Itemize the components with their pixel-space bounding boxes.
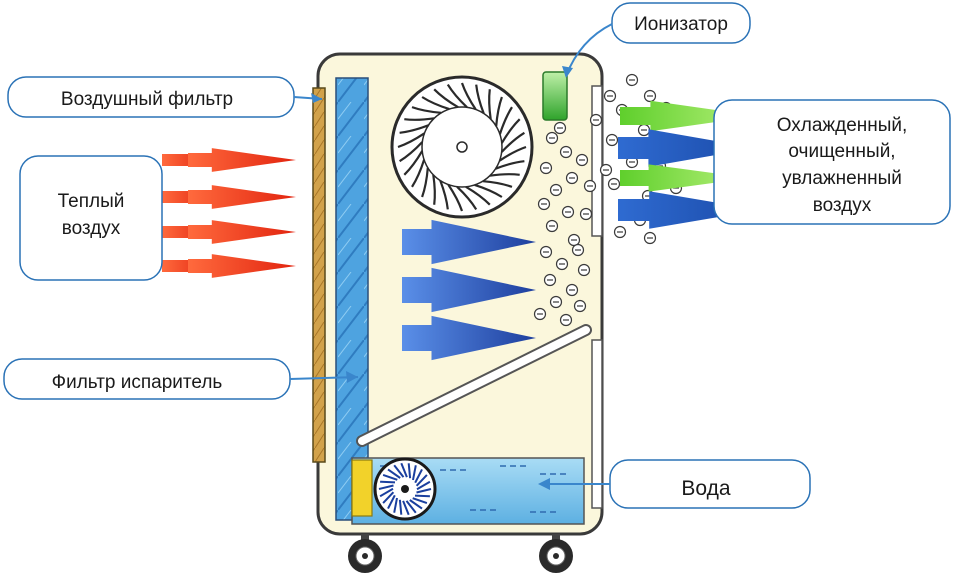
fan-blade xyxy=(500,131,525,153)
label-output-line4: воздух xyxy=(813,195,872,216)
pump-blade xyxy=(378,484,394,490)
label-warm-air-line1: Теплый xyxy=(58,191,125,212)
label-evaporator-filter: Фильтр испаритель xyxy=(52,372,223,393)
output-arrow-blue xyxy=(618,129,756,167)
fan-blade xyxy=(399,141,424,163)
fan-blade xyxy=(456,185,478,210)
label-air-filter: Воздушный фильтр xyxy=(61,89,233,110)
pump-blade xyxy=(412,465,417,481)
fan-blade xyxy=(411,106,442,114)
wheel-icon xyxy=(348,534,573,573)
pump-blade xyxy=(405,500,417,514)
fan-blade xyxy=(411,159,426,188)
fan-blade xyxy=(421,96,450,111)
pump-blade xyxy=(393,497,398,513)
fan-blade xyxy=(498,106,513,135)
label-water: Вода xyxy=(681,477,730,500)
pump-blade xyxy=(409,499,423,510)
pump-blade xyxy=(414,494,430,498)
callout-warm-air: Теплый воздух xyxy=(19,155,163,281)
pump-axle xyxy=(401,485,409,493)
fan-blade xyxy=(489,173,520,177)
warm-air-arrows xyxy=(162,148,296,278)
fan-blade xyxy=(482,180,513,188)
output-arrow-green xyxy=(620,164,750,192)
label-output-line3: увлажненный xyxy=(782,168,902,189)
wheel-hub xyxy=(362,553,368,559)
warm-arrow xyxy=(188,185,296,209)
fan-blade xyxy=(399,124,429,134)
pump-blade xyxy=(412,497,428,505)
callout-water: Вода xyxy=(538,459,811,509)
fan-blade xyxy=(475,84,485,114)
fan-blade xyxy=(421,167,429,198)
callout-evaporator-filter: Фильтр испаритель xyxy=(3,358,359,400)
warm-arrow xyxy=(188,220,296,244)
pump-blade xyxy=(416,480,431,491)
wheel-hub xyxy=(553,553,559,559)
pump-blade xyxy=(415,474,428,487)
fan-blade xyxy=(403,150,424,176)
internal-arrow xyxy=(402,267,536,313)
ionizer-unit xyxy=(542,71,568,121)
fan-blade xyxy=(488,89,492,120)
callout-air-filter: Воздушный фильтр xyxy=(7,76,323,118)
fan-blade xyxy=(404,117,435,121)
internal-arrow xyxy=(402,219,536,265)
fan-axle xyxy=(456,141,468,153)
pump-blade xyxy=(380,480,396,484)
pump-blade xyxy=(393,464,405,478)
fan-blade xyxy=(432,174,436,205)
internal-air-arrows xyxy=(402,219,536,361)
fan-blade xyxy=(460,82,477,111)
fan-blade xyxy=(447,183,464,212)
fan-blade xyxy=(433,88,459,109)
callout-output-air: Охлажденный, очищенный, увлажненный возд… xyxy=(713,99,951,225)
fan-blade xyxy=(397,132,426,149)
pump-blade xyxy=(400,462,408,478)
output-arrow-blue xyxy=(618,191,760,229)
fan-hub-ring xyxy=(421,106,503,188)
fan-blade xyxy=(495,96,503,127)
pump-blade xyxy=(387,468,401,479)
label-output-line1: Охлажденный, xyxy=(777,115,908,136)
fan-blade xyxy=(439,180,449,210)
output-arrow-green xyxy=(620,100,758,132)
evaporator-filter xyxy=(335,77,369,521)
pump-blade xyxy=(402,500,410,516)
water-pump-icon xyxy=(351,457,437,521)
fan-icon xyxy=(390,75,534,219)
fan-blade xyxy=(495,160,525,170)
warm-arrow xyxy=(188,148,296,172)
pump-blade xyxy=(414,468,423,484)
pump-blade xyxy=(416,488,432,494)
pump-blade xyxy=(407,463,412,479)
internal-arrow xyxy=(402,315,536,361)
exhaust-grille xyxy=(591,85,603,509)
fan-blade xyxy=(498,145,527,162)
fan-blade xyxy=(474,183,503,198)
fan-blade xyxy=(465,185,491,206)
pump-blade xyxy=(387,494,396,510)
pump-blade xyxy=(382,473,398,481)
pump-blade xyxy=(382,491,395,504)
pump-blade xyxy=(398,499,403,515)
callout-ionizer: Ионизатор xyxy=(562,2,751,78)
fan-blade xyxy=(446,84,468,109)
output-air-arrows xyxy=(618,100,760,229)
label-output-line2: очищенный, xyxy=(788,141,895,162)
diagonal-tray xyxy=(356,324,592,447)
fan-blade xyxy=(500,118,521,144)
warm-arrow xyxy=(188,254,296,278)
label-warm-air-line2: воздух xyxy=(62,218,121,239)
air-filter xyxy=(312,87,326,463)
pump-blade xyxy=(379,487,394,498)
label-ionizer: Ионизатор xyxy=(634,14,728,35)
